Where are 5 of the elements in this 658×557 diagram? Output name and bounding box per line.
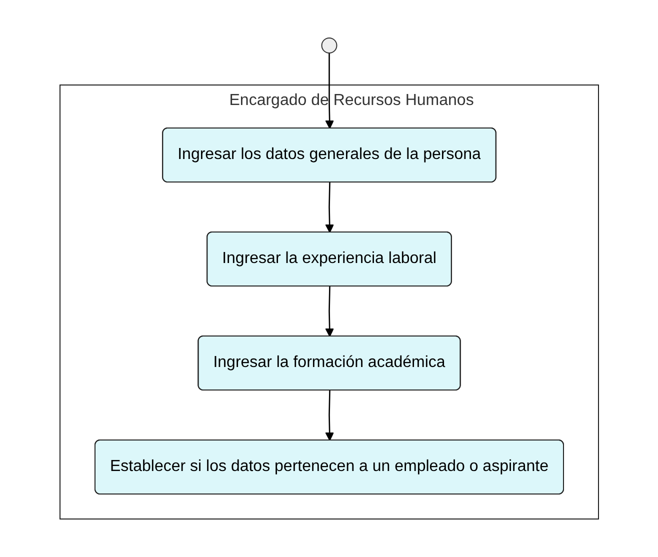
- arrow: [324, 53, 334, 129]
- arrow: [324, 182, 334, 233]
- arrow: [324, 286, 334, 337]
- node-circle: [321, 38, 337, 54]
- arrow: [324, 390, 334, 441]
